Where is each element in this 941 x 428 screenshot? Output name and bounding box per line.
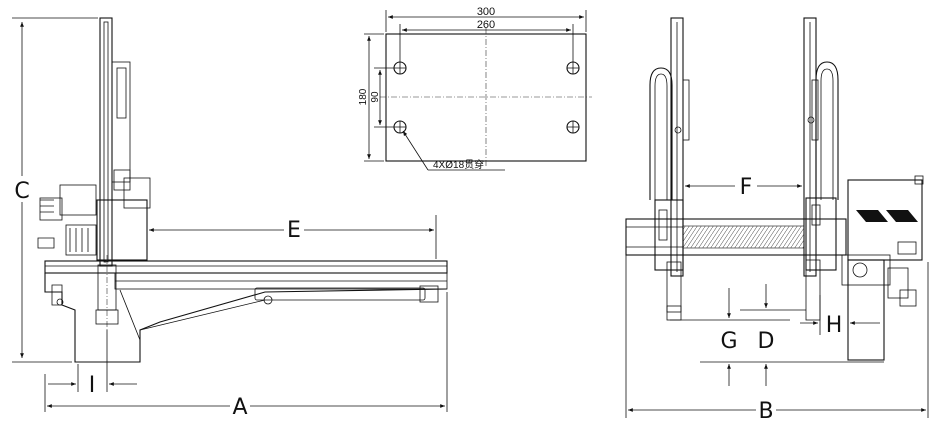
dim-90: 90	[370, 91, 381, 103]
column-guide	[111, 61, 131, 183]
label-c: C	[14, 179, 29, 204]
mounting-plate-view: 300 260 180 90 4XØ18贯穿	[358, 6, 592, 171]
horizontal-beam	[44, 260, 448, 274]
label-g: G	[720, 329, 737, 354]
carriage-block	[96, 199, 148, 261]
left-cable-loop	[649, 67, 673, 200]
label-b: B	[758, 399, 773, 424]
label-e: E	[287, 218, 301, 243]
label-d: D	[758, 329, 775, 354]
hole-note: 4XØ18贯穿	[433, 158, 484, 171]
right-cable-loop	[815, 61, 839, 200]
motor-housing	[847, 179, 923, 261]
support-frame	[44, 273, 448, 363]
vertical-column	[99, 17, 113, 267]
side-view: C E I A	[12, 17, 448, 420]
front-view: F B G D H	[625, 17, 929, 424]
dim-180: 180	[358, 88, 369, 105]
label-h: H	[826, 313, 843, 338]
left-column	[670, 17, 684, 277]
dim-300: 300	[477, 6, 495, 18]
support-leg	[847, 259, 885, 361]
label-f: F	[740, 175, 753, 200]
label-i: I	[89, 373, 96, 398]
cylinder	[254, 287, 426, 301]
label-a: A	[232, 395, 247, 420]
dim-260: 260	[477, 19, 495, 31]
